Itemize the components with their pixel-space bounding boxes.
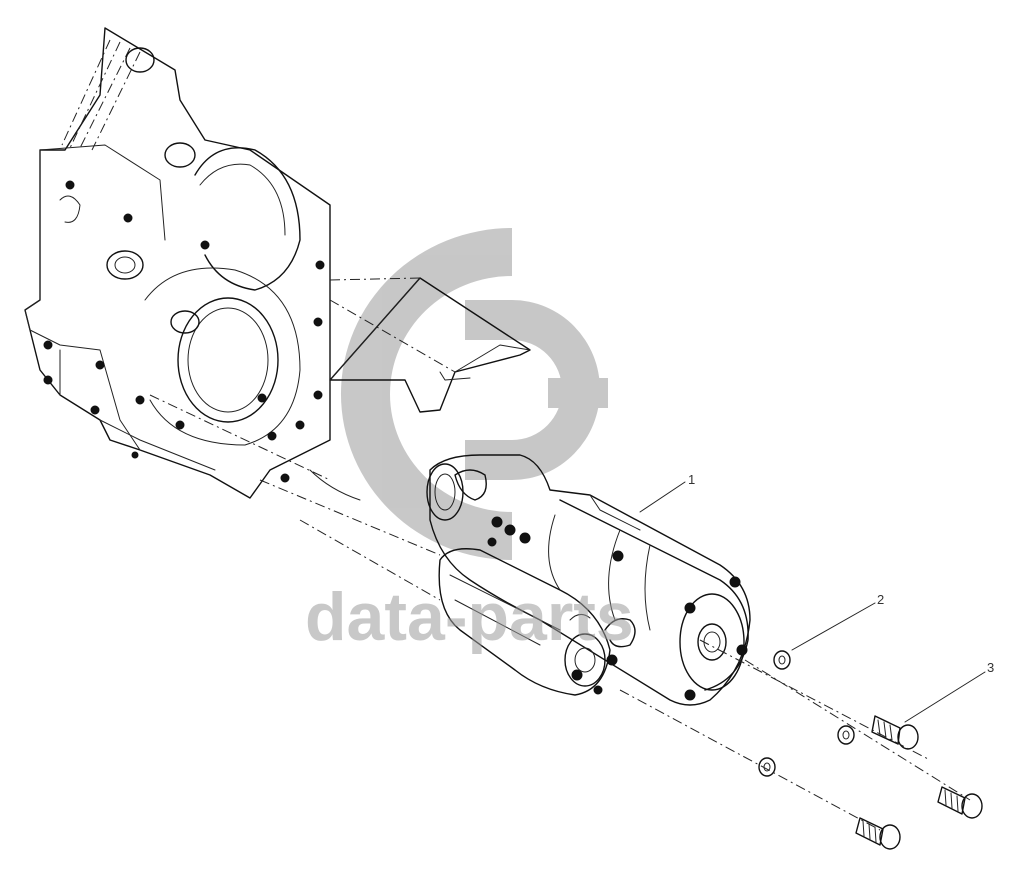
starter-opening	[309, 277, 531, 501]
lock-washer	[758, 650, 855, 777]
bolt-2	[937, 786, 983, 819]
callout-leaders	[639, 481, 986, 723]
lock-washer-1	[773, 650, 791, 670]
starter-motor	[426, 454, 751, 706]
watermark-text: data-parts	[305, 579, 634, 655]
assembly-centerlines	[149, 277, 971, 831]
watermark-logo	[340, 228, 608, 560]
lock-washer-2	[837, 725, 855, 745]
bolt-3	[855, 817, 901, 850]
lock-washer-3	[758, 757, 776, 777]
flywheel-housing	[24, 27, 331, 499]
callout-1: 1	[688, 472, 695, 487]
callout-3: 3	[987, 660, 994, 675]
callout-2: 2	[877, 592, 884, 607]
bolt	[855, 715, 983, 850]
bolt-1	[871, 715, 919, 750]
